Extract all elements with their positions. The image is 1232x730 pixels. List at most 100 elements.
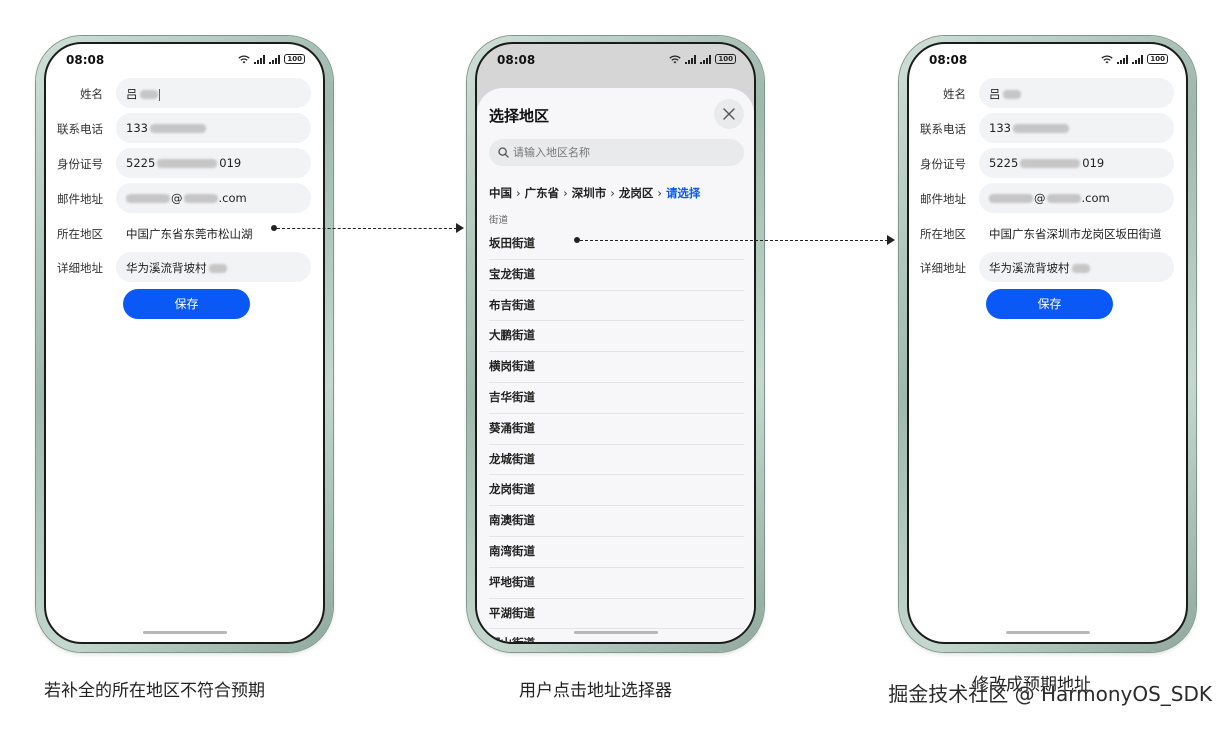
connector-line-1 [277, 228, 457, 229]
detail-input[interactable]: 华为溪流背坡村 [979, 252, 1174, 282]
list-item[interactable]: 龙岗街道 [489, 475, 744, 507]
list-item[interactable]: 大鹏街道 [489, 321, 744, 353]
sheet-title: 选择地区 [489, 107, 550, 125]
status-time: 08:08 [929, 53, 968, 67]
connector-dot-1 [271, 225, 277, 231]
street-list: 坂田街道 宝龙街道 布吉街道 大鹏街道 横岗街道 吉华街道 葵涌街道 龙城街道 … [489, 229, 744, 642]
id-prefix: 5225 [989, 156, 1019, 170]
email-input[interactable]: @ .com [116, 183, 311, 213]
caption-middle: 用户点击地址选择器 [519, 681, 672, 701]
list-item[interactable]: 布吉街道 [489, 291, 744, 322]
list-item[interactable]: 园山街道 [489, 629, 744, 642]
list-item[interactable]: 坂田街道 [489, 229, 744, 260]
arrow-right-icon [456, 223, 464, 233]
label-email: 邮件地址 [920, 192, 966, 206]
watermark: 掘金技术社区 @ HarmonyOS_SDK [888, 682, 1212, 706]
form-row-detail: 详细地址 华为溪流背坡村 [46, 252, 323, 282]
label-detail: 详细地址 [920, 261, 966, 275]
form-row-region: 所在地区 中国广东省东莞市松山湖 [46, 218, 323, 248]
detail-input[interactable]: 华为溪流背坡村 [116, 252, 311, 282]
redaction [139, 90, 158, 99]
label-id: 身份证号 [57, 157, 103, 171]
form-row-detail: 详细地址 华为溪流背坡村 [909, 252, 1186, 282]
list-item[interactable]: 平湖街道 [489, 599, 744, 630]
label-region: 所在地区 [920, 227, 966, 241]
label-region: 所在地区 [57, 227, 103, 241]
email-at: @ [1034, 191, 1046, 205]
phone-mockup-1: 08:08 100 姓名 吕 联系电话 133 身份 [36, 36, 333, 652]
form-row-phone: 联系电话 133 [46, 113, 323, 143]
id-suffix: 019 [219, 156, 242, 170]
breadcrumb-country[interactable]: 中国 [489, 186, 512, 200]
chevron-right-icon: › [563, 186, 568, 200]
name-input[interactable]: 吕 [116, 78, 311, 108]
redaction [1071, 264, 1090, 273]
status-time: 08:08 [66, 53, 105, 67]
list-item[interactable]: 葵涌街道 [489, 414, 744, 445]
label-name: 姓名 [943, 87, 966, 101]
label-phone: 联系电话 [920, 122, 966, 136]
status-icons: 100 [1101, 54, 1168, 64]
id-input[interactable]: 5225 019 [979, 148, 1174, 178]
status-bar: 08:08 100 [477, 44, 754, 70]
wifi-icon [1101, 54, 1114, 63]
redaction [126, 194, 170, 203]
phone-input[interactable]: 133 [979, 113, 1174, 143]
phone-input[interactable]: 133 [116, 113, 311, 143]
region-search[interactable] [489, 139, 744, 166]
form-row-name: 姓名 吕 [909, 78, 1186, 108]
chevron-right-icon: › [610, 186, 615, 200]
name-value: 吕 [989, 87, 1001, 101]
redaction [989, 194, 1033, 203]
email-tld: .com [218, 191, 247, 205]
label-name: 姓名 [80, 87, 103, 101]
save-button[interactable]: 保存 [123, 289, 250, 319]
breadcrumb-choose[interactable]: 请选择 [665, 186, 701, 200]
breadcrumb: 中国 › 广东省 › 深圳市 › 龙岗区 › 请选择 [489, 185, 700, 201]
email-at: @ [171, 191, 183, 205]
region-value: 中国广东省深圳市龙岗区坂田街道 [989, 227, 1162, 241]
label-email: 邮件地址 [57, 192, 103, 206]
screen-1: 08:08 100 姓名 吕 联系电话 133 身份 [44, 42, 325, 644]
list-item[interactable]: 吉华街道 [489, 383, 744, 414]
region-picker[interactable]: 中国广东省东莞市松山湖 [116, 218, 311, 248]
form-row-phone: 联系电话 133 [909, 113, 1186, 143]
save-button[interactable]: 保存 [986, 289, 1113, 319]
label-detail: 详细地址 [57, 261, 103, 275]
list-item[interactable]: 南湾街道 [489, 537, 744, 568]
redaction [208, 264, 227, 273]
home-indicator[interactable] [142, 631, 227, 634]
phone-mockup-3: 08:08 100 姓名 吕 联系电话 133 身份 [899, 36, 1196, 652]
list-item[interactable]: 南澳街道 [489, 506, 744, 537]
home-indicator[interactable] [1005, 631, 1090, 634]
signal-icon-2 [700, 54, 712, 64]
caption-left: 若补全的所在地区不符合预期 [44, 681, 265, 701]
battery-icon: 100 [715, 54, 736, 64]
phone-mockup-2: 08:08 100 选择地区 中国 › 广东省 › 深圳市 [467, 36, 764, 652]
region-picker[interactable]: 中国广东省深圳市龙岗区坂田街道 [979, 218, 1174, 248]
section-label: 街道 [489, 215, 509, 226]
detail-value: 华为溪流背坡村 [126, 261, 207, 275]
screen-3: 08:08 100 姓名 吕 联系电话 133 身份 [907, 42, 1188, 644]
breadcrumb-district[interactable]: 龙岗区 [618, 186, 654, 200]
breadcrumb-province[interactable]: 广东省 [524, 186, 560, 200]
list-item[interactable]: 横岗街道 [489, 352, 744, 383]
list-item[interactable]: 龙城街道 [489, 445, 744, 476]
home-indicator[interactable] [573, 631, 658, 634]
redaction [1012, 124, 1069, 133]
list-item[interactable]: 宝龙街道 [489, 260, 744, 291]
breadcrumb-city[interactable]: 深圳市 [571, 186, 607, 200]
search-input[interactable] [513, 139, 713, 166]
battery-icon: 100 [1147, 54, 1168, 64]
list-item[interactable]: 坪地街道 [489, 568, 744, 599]
region-value: 中国广东省东莞市松山湖 [126, 227, 253, 241]
name-input[interactable]: 吕 [979, 78, 1174, 108]
status-bar: 08:08 100 [909, 44, 1186, 70]
id-suffix: 019 [1082, 156, 1105, 170]
status-icons: 100 [669, 54, 736, 64]
arrow-right-icon [887, 235, 895, 245]
signal-icon [1117, 54, 1129, 64]
close-button[interactable] [714, 99, 744, 129]
email-input[interactable]: @.com [979, 183, 1174, 213]
